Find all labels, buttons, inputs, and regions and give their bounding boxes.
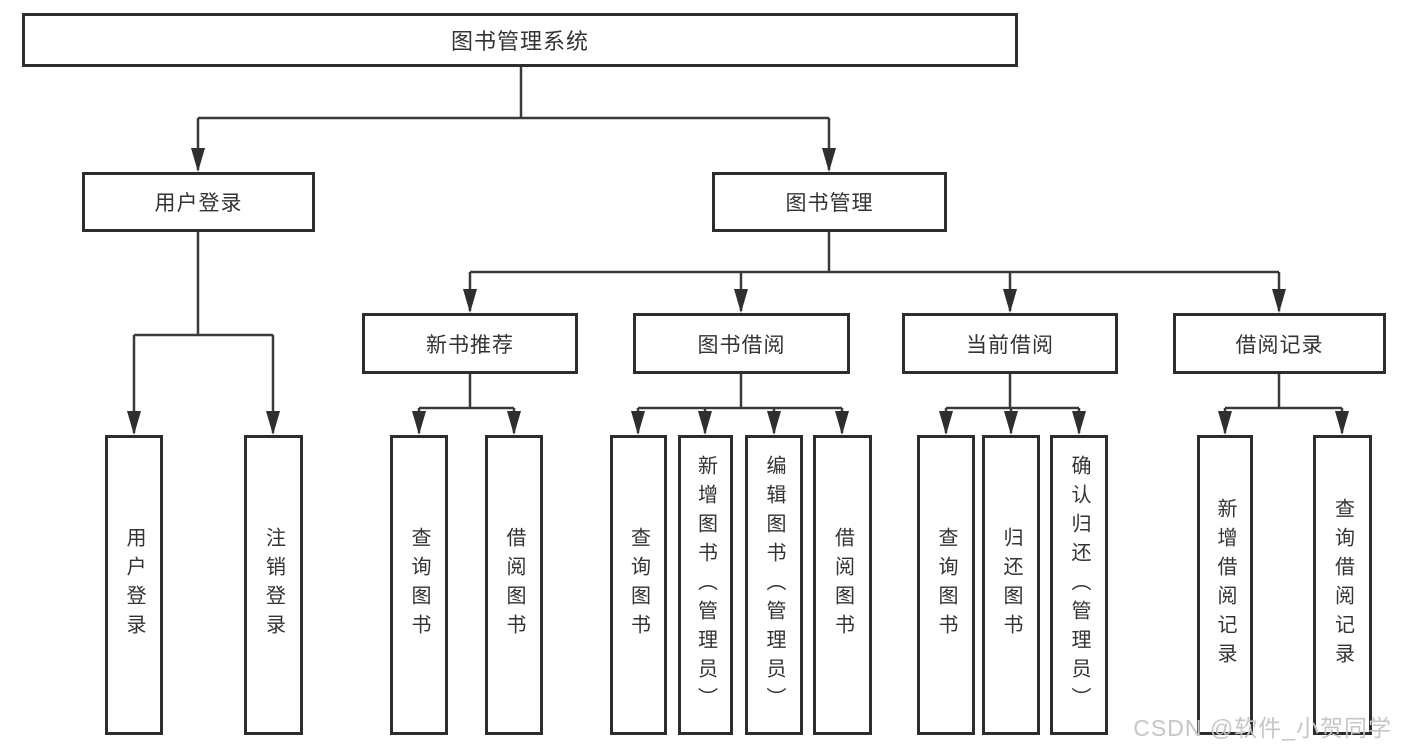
node-label: 编辑图书（管理员）	[763, 454, 785, 716]
node-user-login-module: 用户登录	[82, 172, 315, 232]
node-label: 新书推荐	[426, 333, 514, 357]
node-label: 借阅记录	[1235, 333, 1324, 357]
node-label: 查询图书	[935, 527, 957, 643]
node-label: 查询借阅记录	[1331, 498, 1354, 672]
node-label: 注销登录	[262, 527, 285, 643]
node-label: 借阅图书	[831, 527, 854, 643]
node-label: 查询图书	[408, 527, 430, 643]
leaf-return-books: 归还图书	[982, 435, 1040, 735]
node-label: 确认归还（管理员）	[1068, 454, 1090, 716]
leaf-edit-book-admin: 编辑图书（管理员）	[745, 435, 803, 735]
node-label: 用户登录	[154, 192, 243, 215]
node-label: 归还图书	[1000, 527, 1022, 643]
connector-borrow-records-to-leaves	[1218, 374, 1349, 435]
connector-root-to-level2	[191, 67, 836, 172]
node-book-management-module: 图书管理	[712, 172, 947, 232]
leaf-query-books-current: 查询图书	[917, 435, 975, 735]
node-label: 查询图书	[627, 527, 650, 643]
leaf-confirm-return-admin: 确认归还（管理员）	[1050, 435, 1108, 735]
node-label: 图书管理	[785, 192, 874, 215]
node-book-borrowing: 图书借阅	[633, 313, 850, 374]
leaf-query-borrow-records: 查询借阅记录	[1313, 435, 1372, 735]
node-label: 图书借阅	[697, 333, 786, 357]
connector-book-borrow-to-leaves	[631, 374, 849, 435]
node-label: 图书管理系统	[450, 29, 589, 54]
node-label: 借阅图书	[503, 527, 525, 643]
leaf-borrow-books-recommend: 借阅图书	[485, 435, 543, 735]
leaf-borrow-books: 借阅图书	[813, 435, 872, 735]
leaf-query-books-recommend: 查询图书	[390, 435, 448, 735]
leaf-user-login: 用户登录	[105, 435, 163, 735]
csdn-watermark: CSDN @软件_小贺同学	[1133, 715, 1392, 741]
node-current-borrowing: 当前借阅	[902, 313, 1118, 374]
node-label: 新增图书（管理员）	[694, 454, 717, 716]
connector-new-book-rec-to-leaves	[412, 374, 521, 435]
connector-user-login-to-leaves	[127, 232, 280, 435]
node-label: 新增借阅记录	[1214, 498, 1236, 672]
node-label: 用户登录	[123, 527, 145, 643]
leaf-logout: 注销登录	[244, 435, 303, 735]
node-label: 当前借阅	[966, 333, 1054, 357]
node-root-system: 图书管理系统	[22, 13, 1018, 67]
leaf-add-borrow-record: 新增借阅记录	[1197, 435, 1253, 735]
leaf-add-book-admin: 新增图书（管理员）	[678, 435, 733, 735]
connector-book-mgmt-to-level3	[463, 232, 1286, 313]
node-borrowing-records: 借阅记录	[1173, 313, 1386, 374]
leaf-query-books-borrowing: 查询图书	[610, 435, 667, 735]
connector-current-borrow-to-leaves	[939, 374, 1086, 435]
node-new-book-recommend: 新书推荐	[362, 313, 578, 374]
